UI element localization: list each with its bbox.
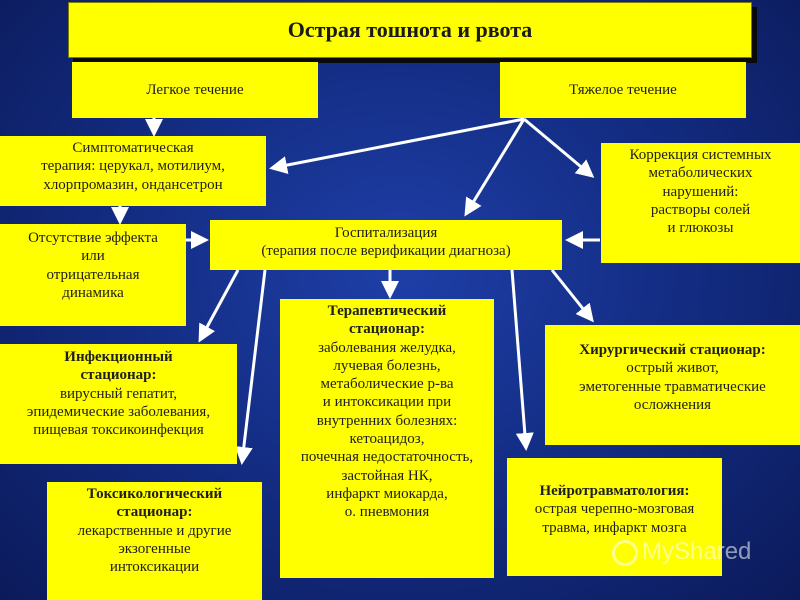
arrow-hosp-to-neuro bbox=[510, 269, 534, 451]
therapeutic-item: метаболические р-ва bbox=[320, 376, 454, 393]
toxicological-item: лекарственные и другие bbox=[77, 522, 232, 539]
toxicological-heading: стационар: bbox=[116, 504, 193, 521]
correction-line: растворы солей bbox=[650, 201, 751, 218]
arrow-severe-to-correction bbox=[523, 117, 595, 178]
surgical-item: острый живот, bbox=[626, 360, 719, 377]
arrow-hosp-to-toxicological bbox=[234, 269, 267, 465]
mild-course-box: Легкое течение bbox=[72, 62, 318, 118]
toxicological-item: интоксикации bbox=[109, 559, 200, 576]
correction-line: и глюкозы bbox=[667, 220, 734, 237]
therapeutic-item: и интоксикации при bbox=[322, 394, 452, 411]
correction-line: Коррекция системных bbox=[629, 147, 772, 163]
symptomatic-therapy-box: Симптоматическая терапия: церукал, мотил… bbox=[0, 136, 266, 206]
therapeutic-item: лучевая болезнь, bbox=[333, 357, 441, 374]
therapeutic-hospital-box: Терапевтический стационар: заболевания ж… bbox=[280, 299, 494, 578]
no-effect-line: отрицательная bbox=[46, 266, 140, 283]
neuro-item: травма, инфаркт мозга bbox=[542, 519, 687, 536]
watermark-text: MyShared bbox=[642, 538, 752, 565]
metabolic-correction-box: Коррекция системных метаболических наруш… bbox=[601, 143, 800, 263]
neuro-item: острая черепно-мозговая bbox=[534, 501, 695, 518]
surgical-item: осложнения bbox=[633, 396, 712, 413]
diagram-title: Острая тошнота и рвота bbox=[68, 2, 752, 58]
therapeutic-item: внутренних болезнях: bbox=[316, 412, 458, 429]
correction-line: нарушений: bbox=[662, 183, 739, 200]
infectious-heading: стационар: bbox=[80, 367, 157, 384]
therapeutic-item: о. пневмония bbox=[344, 504, 430, 521]
toxicological-item: экзогенные bbox=[118, 540, 191, 557]
symptomatic-line: хлорпромазин, ондансетрон bbox=[43, 176, 223, 193]
hospitalization-box: Госпитализация (терапия после верификаци… bbox=[210, 220, 562, 270]
infectious-item: вирусный гепатит, bbox=[59, 385, 178, 402]
arrow-hosp-to-infectious bbox=[198, 269, 240, 343]
watermark: MyShared bbox=[612, 538, 751, 566]
therapeutic-item: застойная НК, bbox=[341, 467, 433, 484]
infectious-item: пищевая токсикоинфекция bbox=[33, 422, 204, 439]
therapeutic-item: почечная недостаточность, bbox=[300, 449, 474, 466]
symptomatic-line: терапия: церукал, мотилиум, bbox=[41, 158, 225, 175]
therapeutic-heading: стационар: bbox=[349, 321, 425, 338]
therapeutic-item: кетоацидоз, bbox=[349, 431, 425, 448]
infectious-item: эпидемические заболевания, bbox=[26, 403, 211, 420]
toxicological-heading: Токсикологический bbox=[86, 486, 223, 502]
arrow-severe-to-symptomatic bbox=[269, 117, 525, 174]
arrow-severe-to-hospitalization bbox=[464, 118, 526, 217]
symptomatic-line: Симптоматическая bbox=[72, 140, 194, 156]
infectious-hospital-box: Инфекционный стационар: вирусный гепатит… bbox=[0, 344, 237, 464]
therapeutic-item: инфаркт миокарда, bbox=[326, 485, 448, 502]
arrow-hosp-to-surgical bbox=[550, 269, 594, 323]
severe-course-box: Тяжелое течение bbox=[500, 62, 746, 118]
no-effect-line: динамика bbox=[62, 284, 124, 301]
no-effect-line: или bbox=[81, 248, 105, 265]
surgical-hospital-box: Хирургический стационар: острый живот, э… bbox=[545, 325, 800, 445]
toxicological-hospital-box: Токсикологический стационар: лекарственн… bbox=[47, 482, 262, 600]
surgical-item: эметогенные травматические bbox=[579, 378, 766, 395]
surgical-heading: Хирургический стационар: bbox=[579, 342, 766, 358]
neuro-heading: Нейротравматология: bbox=[539, 483, 690, 499]
therapeutic-item: заболевания желудка, bbox=[318, 339, 456, 356]
therapeutic-heading: Терапевтический bbox=[327, 303, 447, 319]
hospitalization-heading: Госпитализация bbox=[334, 225, 438, 241]
infectious-heading: Инфекционный bbox=[64, 349, 173, 365]
title-text: Острая тошнота и рвота bbox=[287, 16, 533, 42]
no-effect-box: Отсутствие эффекта или отрицательная дин… bbox=[0, 224, 186, 326]
correction-line: метаболических bbox=[648, 165, 753, 182]
no-effect-line: Отсутствие эффекта bbox=[28, 230, 158, 246]
watermark-logo-icon bbox=[612, 539, 638, 566]
hospitalization-note: (терапия после верификации диагноза) bbox=[261, 243, 511, 260]
mild-course-label: Легкое течение bbox=[146, 81, 244, 98]
severe-course-label: Тяжелое течение bbox=[569, 81, 677, 98]
